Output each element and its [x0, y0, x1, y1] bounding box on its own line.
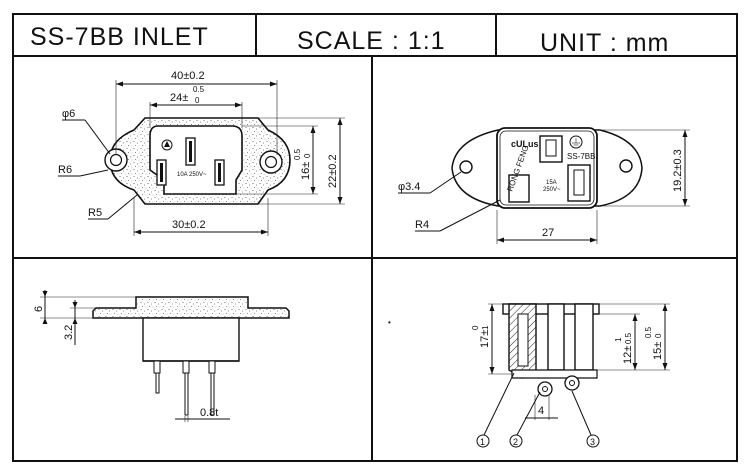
unit-label: UNIT : mm	[540, 29, 669, 57]
side-body	[142, 317, 240, 362]
rear-terminal-left	[508, 174, 530, 203]
section-dim-height-b: 15±	[652, 342, 664, 360]
dim-radius-outer: R6	[58, 164, 72, 176]
dim-bottom-width: 30±0.2	[172, 219, 206, 231]
rear-model-label: SS-7BB	[567, 152, 595, 161]
rear-view: cULus SS-7BB RONG FENG 15A 250V~ φ3.4 R4…	[398, 127, 690, 244]
rear-mount-hole-right	[619, 159, 633, 173]
section-dim-pin-spacing: 4	[538, 405, 544, 417]
side-dim-terminal-thickness: 0.8t	[200, 407, 218, 419]
section-dim-height-a: 12±	[622, 346, 634, 364]
dim-hole-diameter: φ6	[62, 108, 75, 120]
front-cert-mark-icon	[161, 139, 173, 151]
mark-dot: •	[388, 318, 391, 327]
rear-dim-overall-height: 19.2±0.3	[672, 149, 684, 192]
ground-symbol-icon	[569, 135, 583, 149]
section-dim-height-b-tol-upper: 0.5	[644, 326, 653, 338]
side-dim-offset: 3.2	[63, 325, 75, 340]
section-dim-depth-tol-lower: 1	[481, 325, 490, 330]
scale-label: SCALE : 1:1	[297, 27, 446, 55]
section-dim-height-a-tol-lower: 0.5	[624, 332, 633, 344]
rear-dim-corner-radius: R4	[415, 219, 429, 231]
rear-dim-hole-diameter: φ3.4	[398, 181, 420, 193]
dim-opening-width-tol-upper: 0.5	[193, 85, 205, 94]
callout-2: 2	[513, 437, 518, 447]
drawing-frame	[12, 13, 738, 462]
dim-radius-inner: R5	[88, 207, 102, 219]
dim-overall-height: 22±0.2	[327, 154, 339, 188]
part-name: SS-7BB INLET	[30, 23, 209, 51]
section-dim-height-b-tol-lower: 0	[654, 333, 663, 338]
side-terminals	[153, 360, 216, 416]
dim-opening-width: 24±	[170, 92, 188, 104]
rear-cert-mark-icon: cULus	[511, 139, 539, 149]
dim-opening-height: 16±	[300, 162, 312, 180]
rear-rating-b: 250V~	[543, 187, 561, 193]
side-dim-flange-thickness: 6	[33, 306, 45, 312]
callout-1: 1	[480, 437, 485, 447]
front-view: 10A 250V~ 40±0.2 24± 0.5 0 φ6 R6 R5 30±0…	[58, 70, 345, 236]
side-flange	[92, 296, 290, 319]
callout-3: 3	[590, 437, 595, 447]
rear-rating-a: 15A	[546, 180, 557, 186]
rear-dim-body-width: 27	[542, 227, 554, 239]
rear-mount-hole-left	[459, 160, 473, 174]
callout-1-marker	[476, 434, 490, 448]
dim-opening-height-tol-lower: 0	[303, 153, 312, 158]
callout-2-marker	[509, 434, 523, 448]
dim-width-overall: 40±0.2	[171, 70, 205, 82]
section-view: • 4 17± 0 1 12± 1 0.	[388, 303, 670, 448]
front-rating-label: 10A 250V~	[177, 172, 207, 178]
side-view: 6 3.2 0.8t	[33, 290, 290, 422]
section-terminal-center	[547, 303, 565, 371]
dim-opening-width-tol-lower: 0	[195, 96, 200, 105]
section-terminal-right	[574, 303, 594, 371]
section-dim-depth: 17±	[479, 330, 491, 348]
callout-3-marker	[586, 434, 600, 448]
section-dim-height-a-tol-upper: 1	[614, 337, 623, 342]
section-dim-depth-tol-upper: 0	[471, 325, 480, 330]
dim-opening-height-tol-upper: 0.5	[293, 148, 302, 160]
title-block: SS-7BB INLET SCALE : 1:1 UNIT : mm	[30, 23, 669, 57]
